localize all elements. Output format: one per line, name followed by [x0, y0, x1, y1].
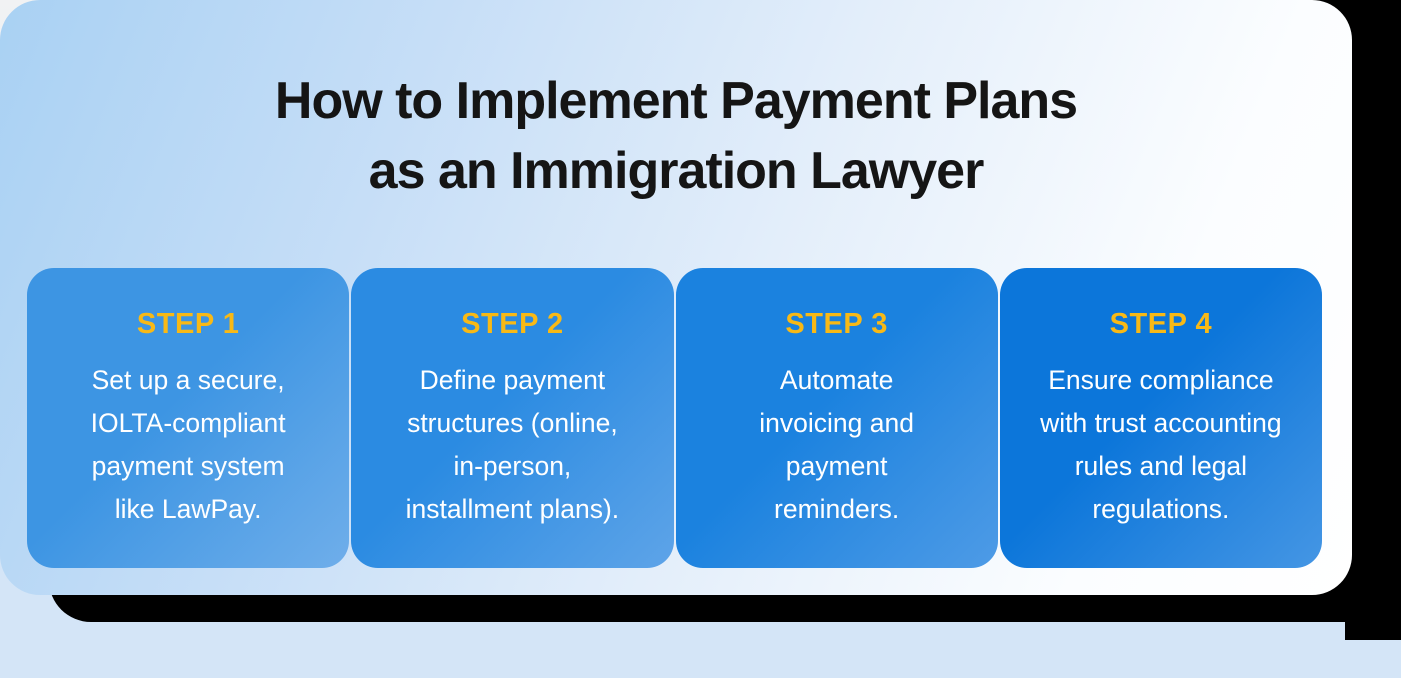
page-title-line-1: How to Implement Payment Plans	[274, 72, 1078, 130]
step-3-label: STEP 3	[785, 308, 888, 340]
step-4-label: STEP 4	[1109, 308, 1213, 340]
step-2-card: STEP 2 Define payment structures (online…	[351, 268, 674, 568]
step-2-description: Define payment structures (online, in-pe…	[405, 365, 620, 524]
page-title-line-2: as an Immigration Lawyer	[368, 142, 985, 200]
step-3-description: Automate invoicing and payment reminders…	[759, 365, 914, 524]
step-2-label: STEP 2	[461, 308, 564, 340]
step-4-description: Ensure compliance with trust accounting …	[1040, 365, 1282, 524]
panel-drop-shadow-right	[1345, 0, 1401, 640]
step-1-card: STEP 1 Set up a secure, IOLTA-compliant …	[27, 268, 350, 568]
step-4-card: STEP 4 Ensure compliance with trust acco…	[999, 268, 1322, 568]
steps-row: STEP 1 Set up a secure, IOLTA-compliant …	[27, 268, 1322, 568]
page-title: How to Implement Payment Plans as an Immi…	[0, 0, 1352, 206]
step-1-description: Set up a secure, IOLTA-compliant payment…	[90, 365, 286, 524]
step-1-label: STEP 1	[136, 308, 240, 340]
step-3-card: STEP 3 Automate invoicing and payment re…	[675, 268, 998, 568]
